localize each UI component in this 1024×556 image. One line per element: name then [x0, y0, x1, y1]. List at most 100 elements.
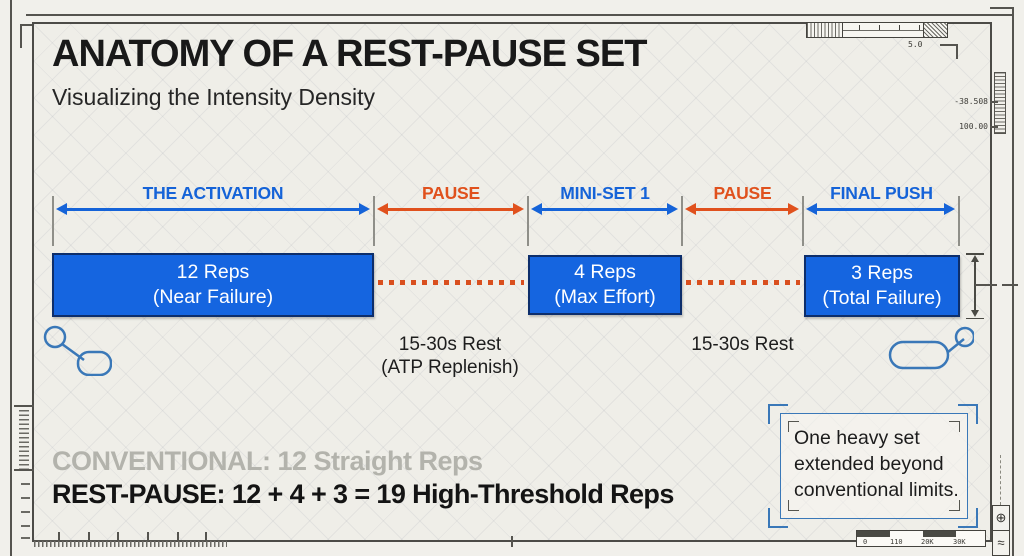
bottom-tick [58, 532, 60, 540]
callout-text: One heavy set extended beyond convention… [794, 425, 966, 503]
right-ruler-value-1: -38.508 [954, 97, 988, 106]
frame-outer-right-line [1012, 26, 1014, 556]
callout-inner-bracket-bottom-right [949, 500, 960, 511]
rest-note-detail: (ATP Replenish) [381, 357, 519, 378]
node-link-glyph-left [43, 325, 112, 376]
callout-inner-bracket-bottom-left [788, 500, 799, 511]
timeline-tick [681, 196, 683, 246]
conventional-summary: CONVENTIONAL: 12 Straight Reps [52, 446, 483, 476]
ruler-midline [843, 30, 923, 31]
segment-label-activation: THE ACTIVATION [142, 183, 284, 203]
rep-block-line1: 4 Reps [574, 261, 636, 283]
rep-block-line2: (Near Failure) [152, 286, 274, 308]
rest-dotted-connector-2 [686, 280, 800, 285]
frame-cross-tick [1002, 284, 1018, 286]
rep-block-line2: (Max Effort) [554, 286, 656, 308]
small-corner-bracket [940, 44, 958, 59]
node-link-glyph-right [888, 326, 974, 370]
segment-label-pause-1: PAUSE [422, 183, 480, 203]
rest-note-duration: 15-30s Rest [398, 334, 502, 355]
bottom-center-tick [511, 536, 513, 547]
callout-box [780, 413, 968, 519]
page-title: ANATOMY OF A REST-PAUSE SET [52, 33, 647, 75]
frame-outer-left-line [10, 0, 12, 556]
callout-bracket-bottom-left [768, 508, 788, 528]
activation-arrow [56, 203, 370, 216]
top-ruler-value: 5.0 [908, 40, 923, 49]
frame-corner-bracket-top-right [990, 7, 1014, 31]
rep-block-line2: (Total Failure) [822, 287, 942, 309]
ruler-tick [859, 25, 860, 30]
frame-outer-top-line [26, 14, 1014, 16]
left-tick [21, 537, 30, 539]
bottom-tick [177, 532, 179, 540]
rest-pause-summary: REST-PAUSE: 12 + 4 + 3 = 19 High-Thresho… [52, 479, 674, 509]
rest-note-2: 15-30s Rest [640, 333, 845, 356]
callout-inner-bracket-top-left [788, 421, 799, 432]
bottom-tick [88, 532, 90, 540]
timeline-tick [527, 196, 529, 246]
rep-block-activation: 12 Reps (Near Failure) [52, 253, 374, 317]
segment-label-mini-set-1: MINI-SET 1 [560, 183, 650, 203]
rest-note-1: 15-30s Rest (ATP Replenish) [330, 333, 570, 379]
timeline-tick [802, 196, 804, 246]
scale-label-1: 110 [890, 538, 903, 546]
left-ruler-cap [14, 405, 34, 407]
segment-label-pause-2: PAUSE [713, 183, 772, 203]
mini-set-1-arrow [531, 203, 678, 216]
rep-block-line1: 3 Reps [851, 262, 913, 284]
right-ruler-strip [994, 72, 1006, 134]
scale-label-2: 20K [921, 538, 934, 546]
right-ruler-value-2: 100.00 [959, 122, 988, 131]
rest-dotted-connector-1 [378, 280, 524, 285]
callout-line-3: conventional limits. [794, 479, 959, 501]
callout-inner-bracket-top-right [949, 421, 960, 432]
left-tick [21, 483, 30, 485]
callout-bracket-bottom-right [958, 508, 978, 528]
pause-1-arrow [377, 203, 524, 216]
page-subtitle: Visualizing the Intensity Density [52, 84, 376, 110]
callout-bracket-top-right [958, 404, 978, 424]
top-ruler-widget [806, 22, 948, 38]
bottom-hatch-ruler [34, 540, 227, 547]
left-tick [21, 525, 30, 527]
ruler-hatch-right [923, 23, 947, 37]
left-ruler-strip [19, 406, 29, 470]
scale-bar: 0 110 20K 30K [856, 530, 986, 547]
right-ruler-tick [990, 126, 998, 128]
ruler-tick [919, 25, 920, 30]
left-tick [21, 511, 30, 513]
scale-bar-segment [923, 531, 956, 537]
rep-block-mini-set: 4 Reps (Max Effort) [528, 255, 682, 315]
callout-bracket-top-left [768, 404, 788, 424]
height-measurement-arrow [966, 253, 984, 319]
timeline-tick [52, 196, 54, 246]
rep-block-final-push: 3 Reps (Total Failure) [804, 255, 960, 317]
bottom-tick [117, 532, 119, 540]
symbol-column: ⊕ ≈ [992, 505, 1010, 556]
ruler-tick [899, 25, 900, 30]
segment-label-final-push: FINAL PUSH [830, 183, 933, 203]
callout-line-1: One heavy set [794, 427, 920, 449]
timeline-tick [958, 196, 960, 246]
rest-note-duration: 15-30s Rest [691, 334, 794, 355]
bottom-tick [147, 532, 149, 540]
left-ruler-cap [14, 469, 34, 471]
bottom-tick [205, 532, 207, 540]
callout-line-2: extended beyond [794, 453, 944, 475]
scale-bar-segment [857, 531, 890, 537]
frame-cross-tick [975, 284, 997, 286]
rep-block-line1: 12 Reps [176, 261, 250, 283]
ruler-tick [879, 25, 880, 30]
pause-2-arrow [685, 203, 799, 216]
timeline-tick [373, 196, 375, 246]
mini-dashed-ruler [1000, 455, 1001, 505]
wave-mark-icon: ≈ [997, 535, 1005, 551]
left-tick [21, 497, 30, 499]
scale-label-0: 0 [863, 538, 868, 546]
scale-label-3: 30K [953, 538, 966, 546]
final-push-arrow [806, 203, 955, 216]
register-mark-icon: ⊕ [993, 506, 1009, 531]
ruler-hatch-left [807, 23, 843, 37]
